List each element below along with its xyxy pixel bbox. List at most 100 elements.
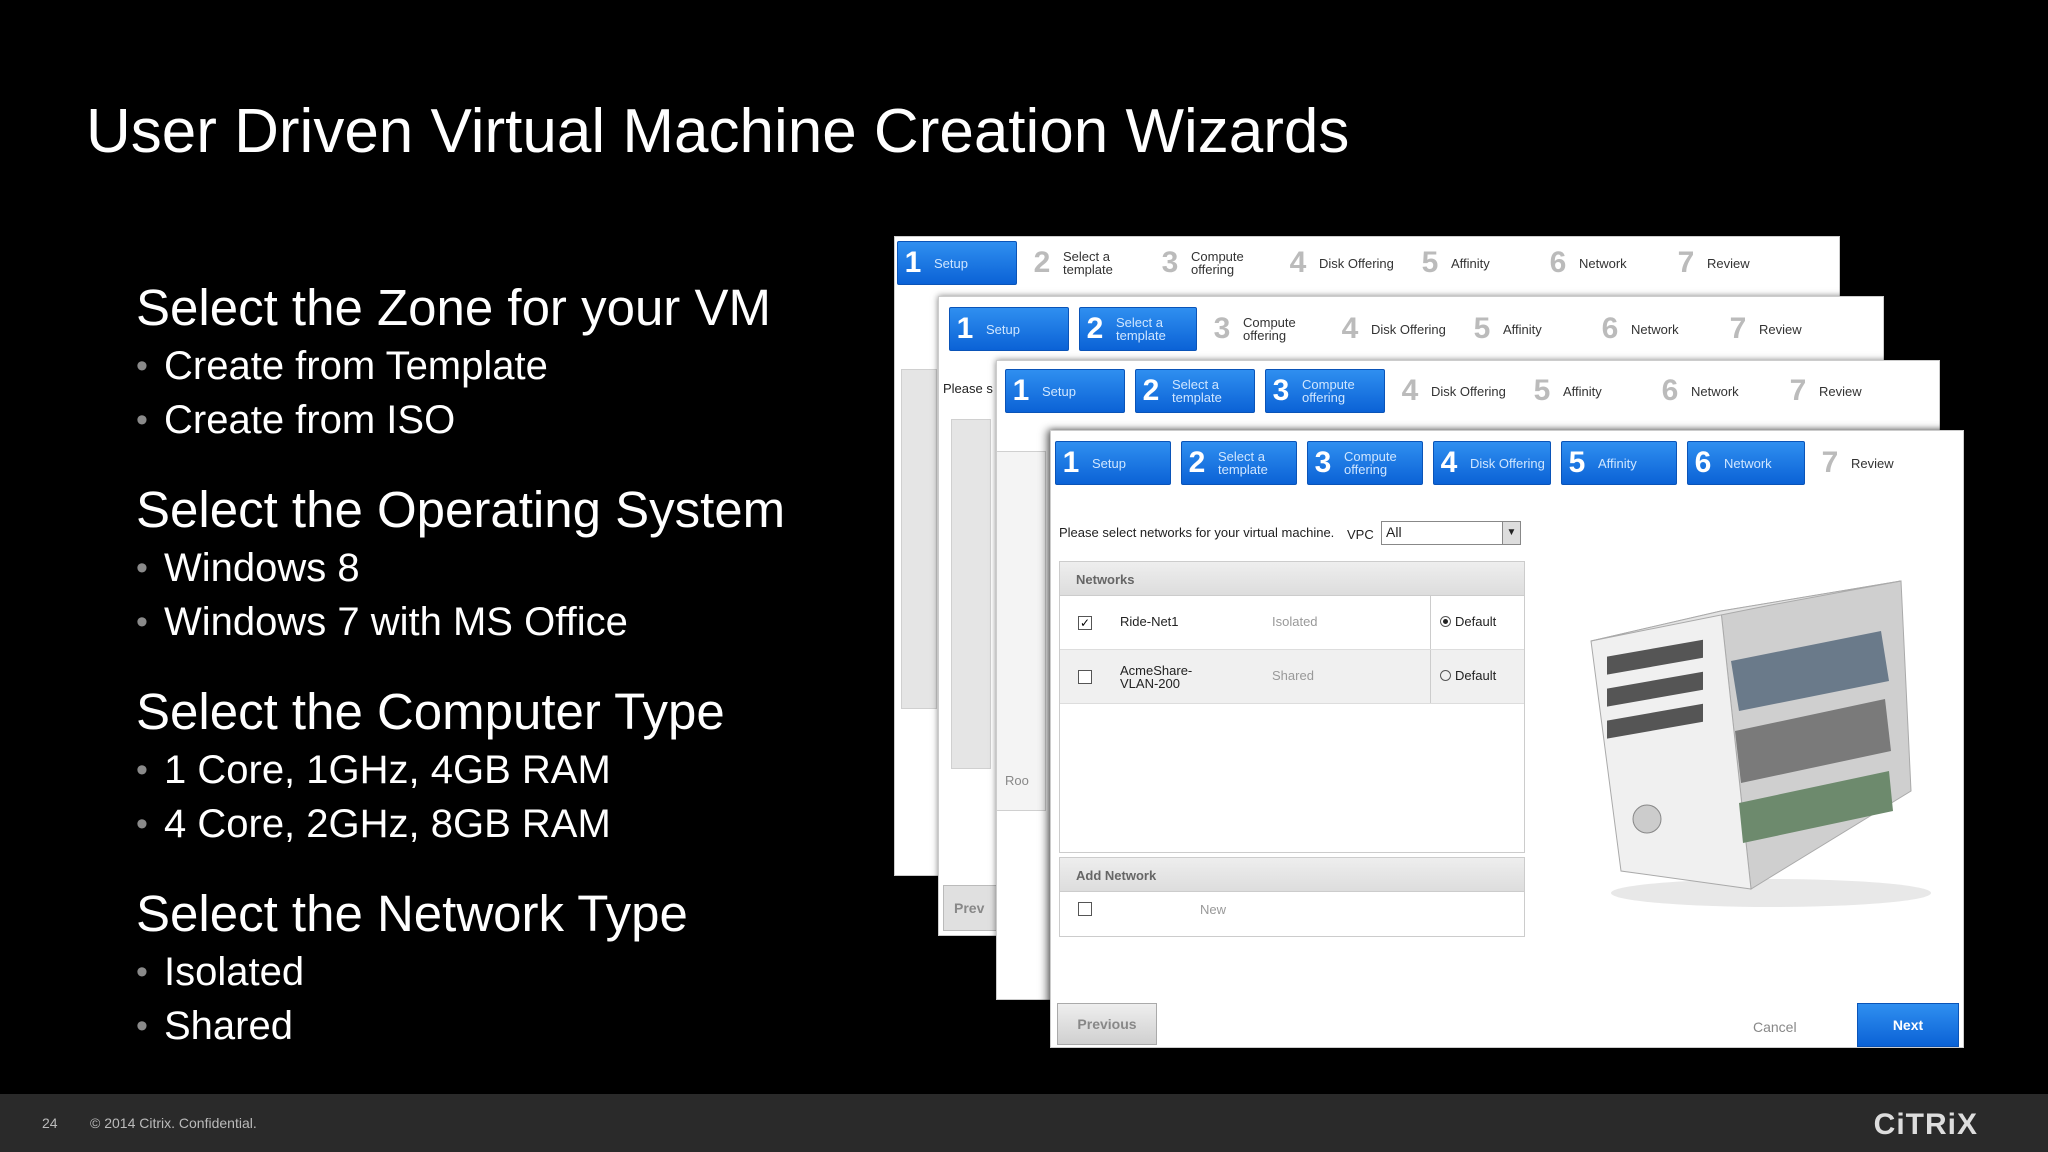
- next-button[interactable]: Next: [1857, 1003, 1959, 1047]
- table-row[interactable]: AcmeShare- VLAN-200 Shared Default: [1060, 650, 1524, 704]
- networks-panel: Networks ✓ Ride-Net1 Isolated Default Ac…: [1059, 561, 1525, 853]
- list-item: •4 Core, 2GHz, 8GB RAM: [136, 798, 896, 850]
- section-heading: Select the Operating System: [136, 481, 786, 538]
- drive-bay: [1607, 639, 1703, 675]
- table-row[interactable]: ✓ Ride-Net1 Isolated Default: [1060, 596, 1524, 650]
- internal-board: [1735, 699, 1891, 783]
- chevron-down-icon[interactable]: ▼: [1502, 522, 1520, 544]
- cancel-button[interactable]: Cancel: [1753, 1019, 1797, 1035]
- server-tower-icon: [1590, 580, 1931, 907]
- default-radio[interactable]: Default: [1440, 614, 1496, 629]
- bullet-icon: •: [136, 805, 148, 843]
- previous-button[interactable]: Previous: [1057, 1003, 1157, 1045]
- bullet-icon: •: [136, 1007, 148, 1045]
- bullet-icon: •: [136, 953, 148, 991]
- list-item: •Isolated: [136, 946, 896, 998]
- radio-selected-icon[interactable]: [1440, 616, 1451, 627]
- bullet-icon: •: [136, 347, 148, 385]
- bullet-list: Select the Zone for your VM •Create from…: [136, 278, 896, 1086]
- network-checkbox[interactable]: [1078, 670, 1092, 684]
- add-network-checkbox[interactable]: [1078, 902, 1092, 916]
- section-heading: Select the Zone for your VM: [136, 279, 771, 336]
- citrix-logo: CiTRiX: [1873, 1108, 1978, 1141]
- page-number: 24: [42, 1115, 58, 1131]
- networks-header: Networks: [1060, 562, 1524, 596]
- default-radio[interactable]: Default: [1440, 668, 1496, 683]
- add-network-new: New: [1200, 902, 1227, 917]
- internal-board: [1731, 631, 1889, 711]
- network-instruction: Please select networks for your virtual …: [1059, 525, 1335, 540]
- drive-bay: [1607, 671, 1703, 707]
- section-zone: Select the Zone for your VM •Create from…: [136, 278, 896, 446]
- network-type: Isolated: [1272, 614, 1318, 629]
- drive-bay: [1607, 703, 1703, 739]
- fragment-text: Roo: [1005, 773, 1029, 788]
- previous-button-fragment[interactable]: Prev: [943, 885, 1003, 931]
- bullet-icon: •: [136, 401, 148, 439]
- content-fragment: [901, 369, 937, 709]
- section-os: Select the Operating System •Windows 8 •…: [136, 480, 896, 648]
- add-network-panel: Add Network New: [1059, 857, 1525, 937]
- network-checkbox[interactable]: ✓: [1078, 616, 1092, 630]
- vpc-label: VPC: [1347, 527, 1374, 542]
- add-network-header: Add Network: [1060, 858, 1524, 892]
- network-type: Shared: [1272, 668, 1314, 683]
- section-heading: Select the Computer Type: [136, 683, 725, 740]
- slide-footer: 24 © 2014 Citrix. Confidential. CiTRiX: [0, 1094, 2048, 1152]
- section-heading: Select the Network Type: [136, 885, 688, 942]
- bullet-icon: •: [136, 549, 148, 587]
- network-name: Ride-Net1: [1120, 614, 1179, 629]
- power-button-icon: [1632, 804, 1662, 834]
- section-computer-type: Select the Computer Type •1 Core, 1GHz, …: [136, 682, 896, 850]
- server-top: [1590, 580, 1902, 642]
- server-shadow: [1611, 879, 1931, 907]
- network-name: AcmeShare- VLAN-200: [1120, 663, 1193, 691]
- content-fragment: [951, 419, 991, 769]
- section-network-type: Select the Network Type •Isolated •Share…: [136, 884, 896, 1052]
- table-row[interactable]: New: [1060, 892, 1524, 946]
- instruction-fragment: Please s: [943, 381, 993, 396]
- bullet-icon: •: [136, 751, 148, 789]
- list-item: •Create from Template: [136, 340, 896, 392]
- radio-unselected-icon[interactable]: [1440, 670, 1451, 681]
- vpc-select[interactable]: All ▼: [1381, 521, 1521, 545]
- list-item: •1 Core, 1GHz, 4GB RAM: [136, 744, 896, 796]
- internal-board: [1739, 771, 1893, 843]
- slide-title: User Driven Virtual Machine Creation Wiz…: [86, 97, 1350, 166]
- list-item: •Create from ISO: [136, 394, 896, 446]
- content-fragment: [997, 451, 1046, 811]
